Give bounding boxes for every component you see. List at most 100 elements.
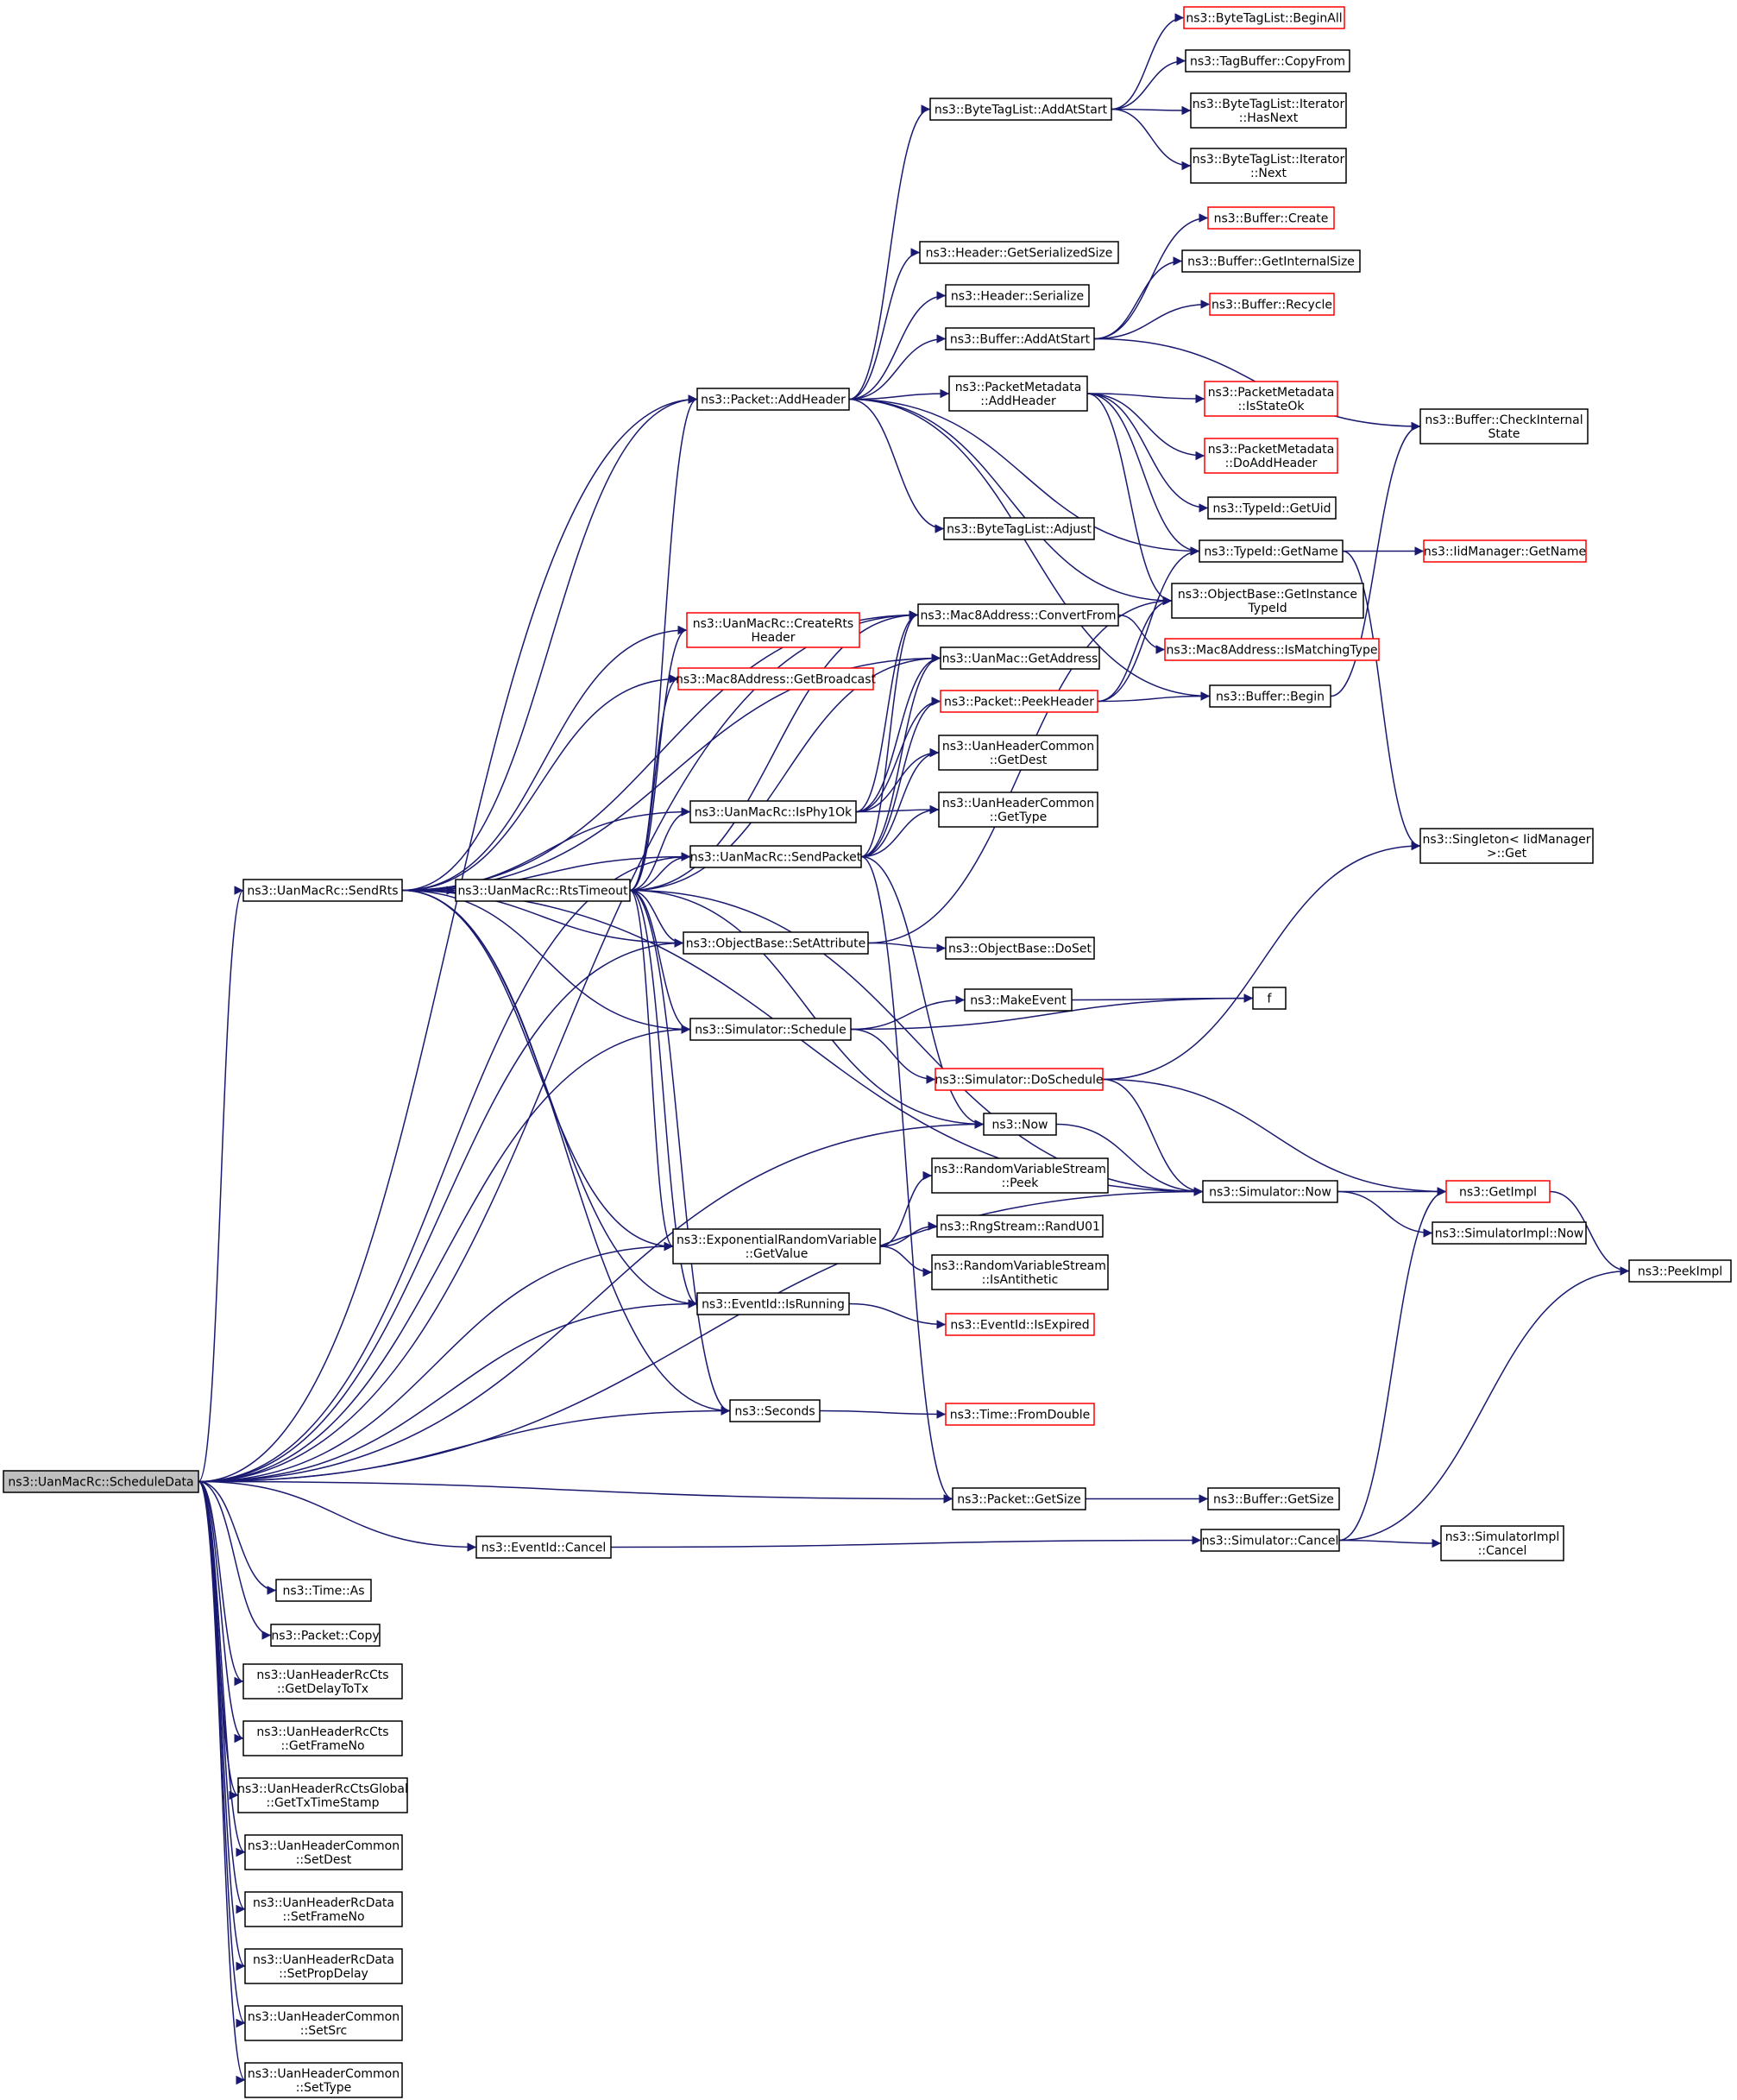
node-label: ns3::Time::FromDouble [950, 1409, 1091, 1422]
node-exp-get-value[interactable]: ns3::ExponentialRandomVariable::GetValue [672, 1228, 881, 1264]
node-type-id-get-uid[interactable]: ns3::TypeId::GetUid [1207, 496, 1337, 520]
edge-schedule-to-make-event [850, 995, 966, 1031]
node-is-phy1-ok[interactable]: ns3::UanMacRc::IsPhy1Ok [689, 800, 857, 823]
node-rts-timeout[interactable]: ns3::UanMacRc::RtsTimeout [455, 879, 631, 902]
node-iter-next[interactable]: ns3::ByteTagList::Iterator::Next [1190, 148, 1347, 184]
node-peek-header[interactable]: ns3::Packet::PeekHeader [940, 690, 1098, 713]
edge-add-header-to-buffer-add-at-start [848, 334, 947, 400]
node-is-running[interactable]: ns3::EventId::IsRunning [696, 1292, 850, 1315]
node-do-schedule[interactable]: ns3::Simulator::DoSchedule [935, 1068, 1104, 1091]
node-from-double[interactable]: ns3::Time::FromDouble [945, 1403, 1095, 1426]
edge-is-phy1-ok-to-peek-header [855, 697, 941, 813]
node-iter-has-next[interactable]: ns3::ByteTagList::Iterator::HasNext [1190, 92, 1347, 129]
node-uhc-get-type[interactable]: ns3::UanHeaderCommon::GetType [938, 791, 1098, 828]
node-seconds[interactable]: ns3::Seconds [729, 1399, 821, 1422]
edge-peek-header-to-get-instance-type-id [1097, 596, 1173, 703]
node-rvs-peek[interactable]: ns3::RandomVariableStream::Peek [931, 1157, 1109, 1194]
node-label: ns3::ObjectBase::SetAttribute [686, 937, 865, 951]
node-do-set[interactable]: ns3::ObjectBase::DoSet [945, 936, 1095, 960]
node-buffer-begin[interactable]: ns3::Buffer::Begin [1209, 684, 1331, 708]
node-label: ns3::ByteTagList::AddAtStart [935, 104, 1108, 117]
node-box [475, 1536, 612, 1559]
node-get-delay-to-tx[interactable]: ns3::UanHeaderRcCts::GetDelayToTx [242, 1663, 403, 1700]
node-sim-impl-now[interactable]: ns3::SimulatorImpl::Now [1432, 1221, 1587, 1245]
edge-send-rts-to-seconds [401, 889, 731, 1416]
node-sim-cancel[interactable]: ns3::Simulator::Cancel [1200, 1529, 1340, 1552]
node-get-impl[interactable]: ns3::GetImpl [1445, 1180, 1551, 1203]
node-byte-tag-adjust[interactable]: ns3::ByteTagList::Adjust [943, 517, 1095, 540]
node-packet-copy[interactable]: ns3::Packet::Copy [270, 1624, 381, 1647]
node-get-broadcast[interactable]: ns3::Mac8Address::GetBroadcast [676, 667, 877, 691]
node-iid-get-name[interactable]: ns3::IidManager::GetName [1423, 539, 1587, 563]
node-pm-do-add-header[interactable]: ns3::PacketMetadata::DoAddHeader [1204, 438, 1338, 474]
node-uhc-get-dest[interactable]: ns3::UanHeaderCommon::GetDest [938, 735, 1098, 771]
node-buffer-add-at-start[interactable]: ns3::Buffer::AddAtStart [945, 327, 1095, 350]
node-byte-tag-add-at-start[interactable]: ns3::ByteTagList::AddAtStart [929, 98, 1112, 121]
node-label: ns3::Simulator::Cancel [1202, 1535, 1339, 1548]
node-pm-add-header[interactable]: ns3::PacketMetadata::AddHeader [948, 375, 1088, 412]
node-uan-mac-get-address[interactable]: ns3::UanMac::GetAddress [940, 646, 1100, 670]
node-schedule[interactable]: ns3::Simulator::Schedule [689, 1018, 852, 1041]
node-buffer-create[interactable]: ns3::Buffer::Create [1207, 206, 1335, 230]
node-get-tx-time-stamp[interactable]: ns3::UanHeaderRcCtsGlobal::GetTxTimeStam… [237, 1777, 408, 1813]
node-set-attribute[interactable]: ns3::ObjectBase::SetAttribute [683, 931, 869, 955]
edge-send-packet-to-uan-mac-get-address [860, 653, 941, 858]
node-time-as[interactable]: ns3::Time::As [275, 1579, 372, 1602]
node-is-antithetic[interactable]: ns3::RandomVariableStream::IsAntithetic [931, 1254, 1109, 1290]
node-buffer-get-size[interactable]: ns3::Buffer::GetSize [1207, 1487, 1340, 1510]
node-tag-copy-from[interactable]: ns3::TagBuffer::CopyFrom [1185, 49, 1350, 73]
node-make-event[interactable]: ns3::MakeEvent [964, 988, 1073, 1012]
node-root[interactable]: ns3::UanMacRc::ScheduleData [3, 1470, 199, 1493]
node-label: ns3::RandomVariableStream [934, 1259, 1106, 1273]
node-sim-impl-cancel[interactable]: ns3::SimulatorImpl::Cancel [1440, 1525, 1564, 1561]
node-header-serialize[interactable]: ns3::Header::Serialize [945, 284, 1090, 307]
node-label: ns3::PacketMetadata [1208, 386, 1335, 400]
node-is-expired[interactable]: ns3::EventId::IsExpired [945, 1313, 1095, 1336]
node-send-rts[interactable]: ns3::UanMacRc::SendRts [242, 879, 403, 902]
edge-send-packet-to-convert-from [860, 610, 919, 858]
edge-root-to-seconds [198, 1406, 731, 1483]
node-add-header[interactable]: ns3::Packet::AddHeader [696, 388, 850, 411]
node-sim-now[interactable]: ns3::Simulator::Now [1202, 1180, 1338, 1203]
node-convert-from[interactable]: ns3::Mac8Address::ConvertFrom [917, 603, 1119, 627]
edge-pm-add-header-to-pm-do-add-header [1086, 393, 1205, 461]
edge-get-impl-to-peek-impl [1549, 1190, 1630, 1276]
node-label: ::GetDest [990, 754, 1048, 767]
node-set-prop-delay[interactable]: ns3::UanHeaderRcData::SetPropDelay [244, 1948, 403, 1984]
node-event-cancel[interactable]: ns3::EventId::Cancel [475, 1536, 612, 1559]
node-peek-impl[interactable]: ns3::PeekImpl [1628, 1259, 1732, 1283]
node-buffer-recycle[interactable]: ns3::Buffer::Recycle [1209, 293, 1335, 316]
node-get-frame-no[interactable]: ns3::UanHeaderRcCts::GetFrameNo [242, 1720, 403, 1756]
node-rand-u01[interactable]: ns3::RngStream::RandU01 [936, 1214, 1104, 1238]
node-set-dest[interactable]: ns3::UanHeaderCommon::SetDest [244, 1834, 403, 1870]
node-box [275, 1579, 372, 1602]
node-singleton-get[interactable]: ns3::Singleton< IidManager>::Get [1419, 828, 1594, 864]
edge-send-rts-to-create-rts-header [401, 625, 688, 892]
node-now[interactable]: ns3::Now [983, 1113, 1057, 1136]
node-packet-get-size[interactable]: ns3::Packet::GetSize [952, 1487, 1086, 1510]
edge-add-header-to-get-instance-type-id [848, 398, 1173, 606]
node-is-matching-type[interactable]: ns3::Mac8Address::IsMatchingType [1164, 638, 1380, 661]
node-set-src[interactable]: ns3::UanHeaderCommon::SetSrc [244, 2005, 403, 2041]
node-send-packet[interactable]: ns3::UanMacRc::SendPacket [689, 845, 862, 868]
edge-rts-timeout-to-exp-get-value [629, 889, 674, 1252]
node-begin-all[interactable]: ns3::ByteTagList::BeginAll [1183, 6, 1345, 29]
node-label: ns3::UanHeaderRcCts [256, 1725, 388, 1739]
edge-event-cancel-to-sim-cancel [610, 1536, 1202, 1548]
node-buffer-get-internal-size[interactable]: ns3::Buffer::GetInternalSize [1181, 249, 1361, 273]
edge-buffer-add-at-start-to-buffer-recycle [1093, 300, 1211, 340]
node-set-type[interactable]: ns3::UanHeaderCommon::SetType [244, 2062, 403, 2098]
node-label: ns3::Buffer::GetInternalSize [1187, 255, 1355, 269]
node-box [677, 667, 874, 691]
node-set-frame-no[interactable]: ns3::UanHeaderRcData::SetFrameNo [244, 1891, 403, 1927]
node-type-id-get-name[interactable]: ns3::TypeId::GetName [1199, 539, 1344, 563]
node-label: ns3::UanMacRc::ScheduleData [8, 1476, 193, 1490]
edges-layer [198, 13, 1630, 2084]
node-header-get-ser-size[interactable]: ns3::Header::GetSerializedSize [919, 241, 1119, 264]
node-f-node[interactable]: f [1252, 987, 1287, 1010]
node-pm-is-state-ok[interactable]: ns3::PacketMetadata::IsStateOk [1204, 381, 1338, 417]
node-box [244, 2062, 403, 2098]
